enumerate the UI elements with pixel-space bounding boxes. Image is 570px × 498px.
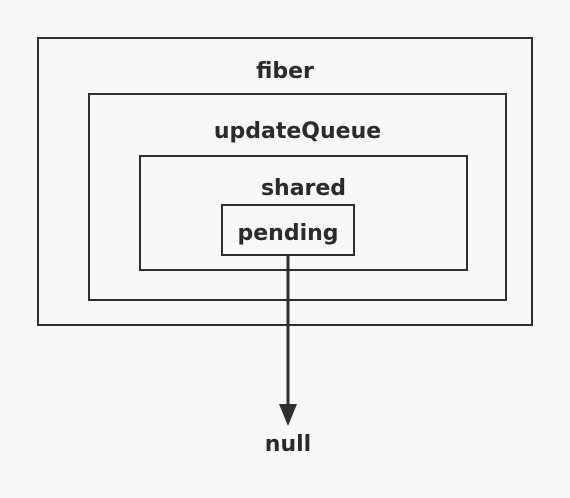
null-label: null (264, 432, 312, 457)
fiber-box (37, 37, 533, 326)
arrowhead-icon (279, 404, 297, 426)
pending-label: pending (237, 221, 339, 246)
shared-box (139, 155, 468, 271)
fiber-label: fiber (256, 59, 314, 84)
shared-label: shared (260, 176, 347, 201)
update-queue-box (88, 93, 507, 301)
update-queue-label: updateQueue (213, 119, 382, 144)
pending-box (221, 204, 355, 256)
